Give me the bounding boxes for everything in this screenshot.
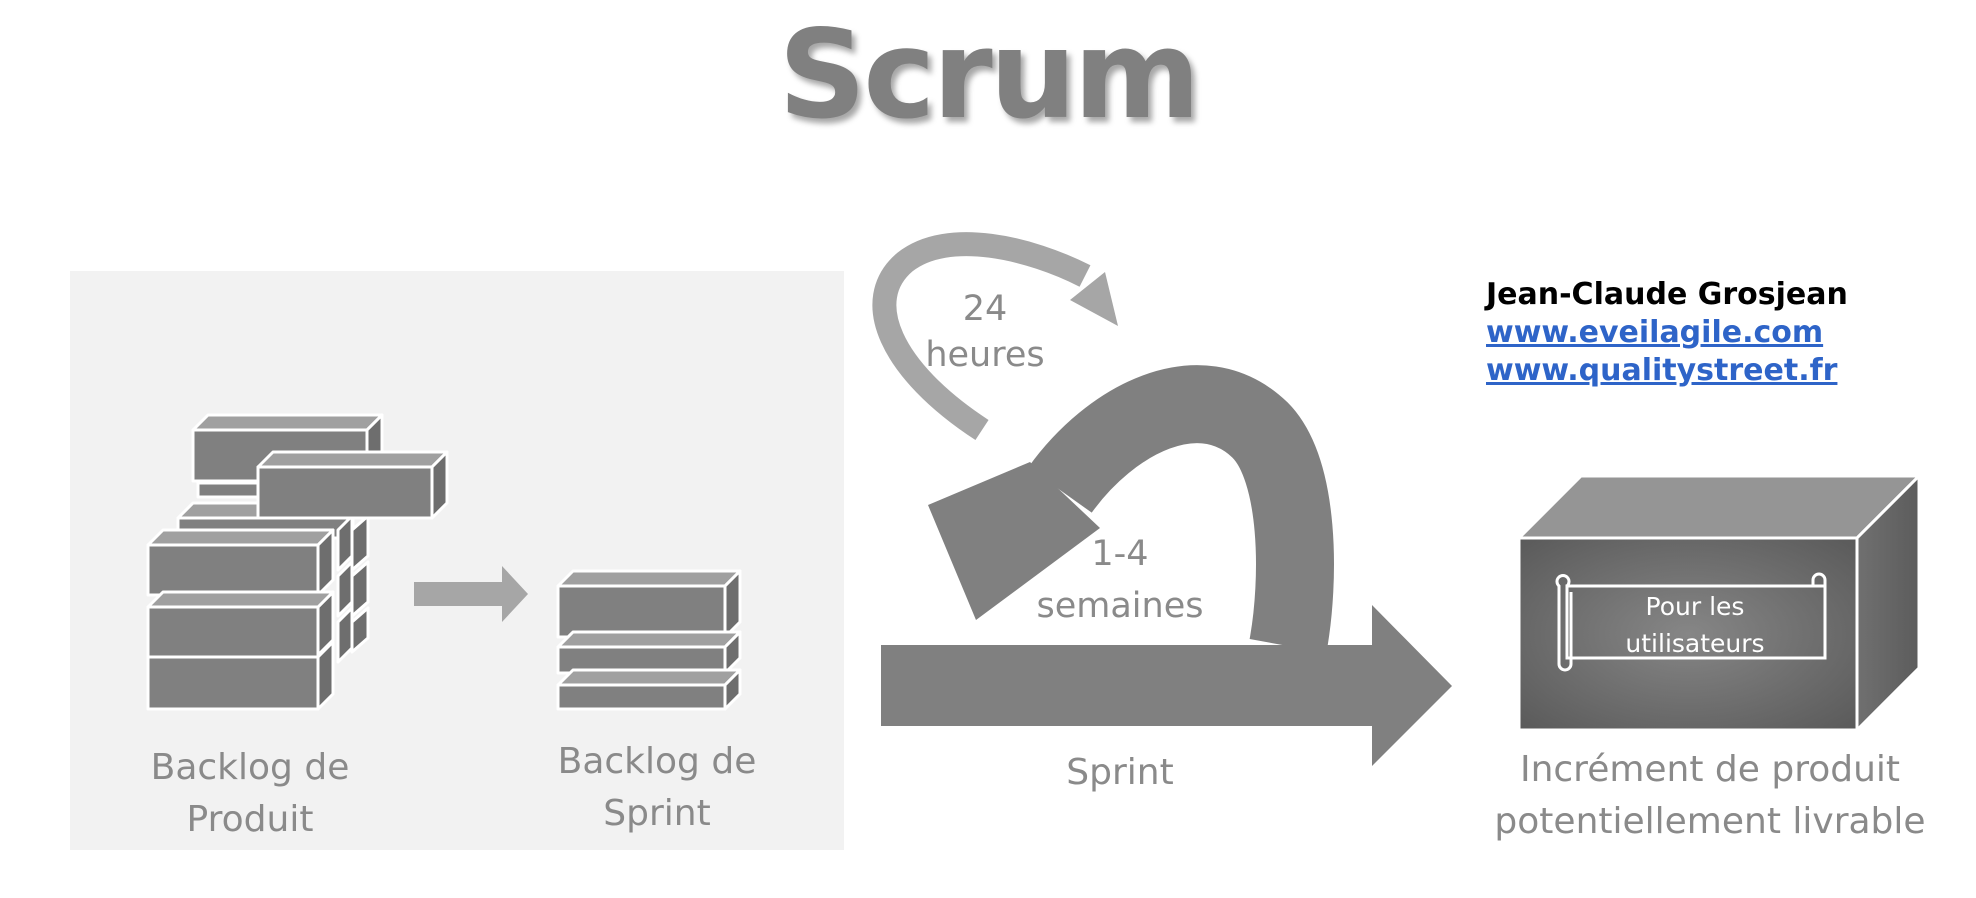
label-sprint: Sprint xyxy=(1066,752,1174,793)
label-daily-line1: 24 xyxy=(962,289,1008,329)
author-block: Jean-Claude Grosjean www.eveilagile.com … xyxy=(1486,276,1848,390)
sprint-arrow xyxy=(881,605,1452,766)
scroll-label-line2: utilisateurs xyxy=(1625,629,1765,658)
backlog-arrow xyxy=(414,566,528,622)
scroll-label-line1: Pour les xyxy=(1645,592,1745,621)
sprint-cycle-arrowhead xyxy=(928,462,1100,620)
increment-box xyxy=(1517,474,1921,732)
label-sprint-cycle-line2: semaines xyxy=(1036,586,1204,626)
label-sprint-backlog: Backlog de Sprint xyxy=(527,736,787,840)
daily-cycle-arrowhead xyxy=(1070,272,1118,326)
product-backlog-icon xyxy=(146,413,449,711)
label-product-backlog-line2: Produit xyxy=(186,799,314,840)
sprint-cycle-arrow xyxy=(1028,365,1334,653)
label-daily-line2: heures xyxy=(925,335,1045,375)
scroll-label: Pour les utilisateurs xyxy=(1560,588,1830,662)
scroll-icon xyxy=(1555,572,1827,672)
label-sprint-cycle: 1-4 semaines xyxy=(1010,528,1230,632)
author-name: Jean-Claude Grosjean xyxy=(1486,277,1848,312)
daily-cycle-arrow xyxy=(872,232,1091,441)
label-sprint-backlog-line2: Sprint xyxy=(603,793,711,834)
label-increment: Incrément de produit potentiellement liv… xyxy=(1470,744,1950,848)
label-sprint-cycle-line1: 1-4 xyxy=(1091,534,1149,574)
label-daily: 24 heures xyxy=(905,286,1065,378)
label-product-backlog-line1: Backlog de xyxy=(150,747,350,788)
label-product-backlog: Backlog de Produit xyxy=(120,742,380,846)
page-title: Scrum xyxy=(778,4,1200,146)
sprint-backlog-icon xyxy=(556,569,742,711)
label-increment-line1: Incrément de produit xyxy=(1519,749,1901,790)
link-eveilagile[interactable]: www.eveilagile.com xyxy=(1486,315,1824,350)
label-sprint-backlog-line1: Backlog de xyxy=(557,741,757,782)
link-qualitystreet[interactable]: www.qualitystreet.fr xyxy=(1486,353,1838,388)
label-increment-line2: potentiellement livrable xyxy=(1494,801,1926,842)
